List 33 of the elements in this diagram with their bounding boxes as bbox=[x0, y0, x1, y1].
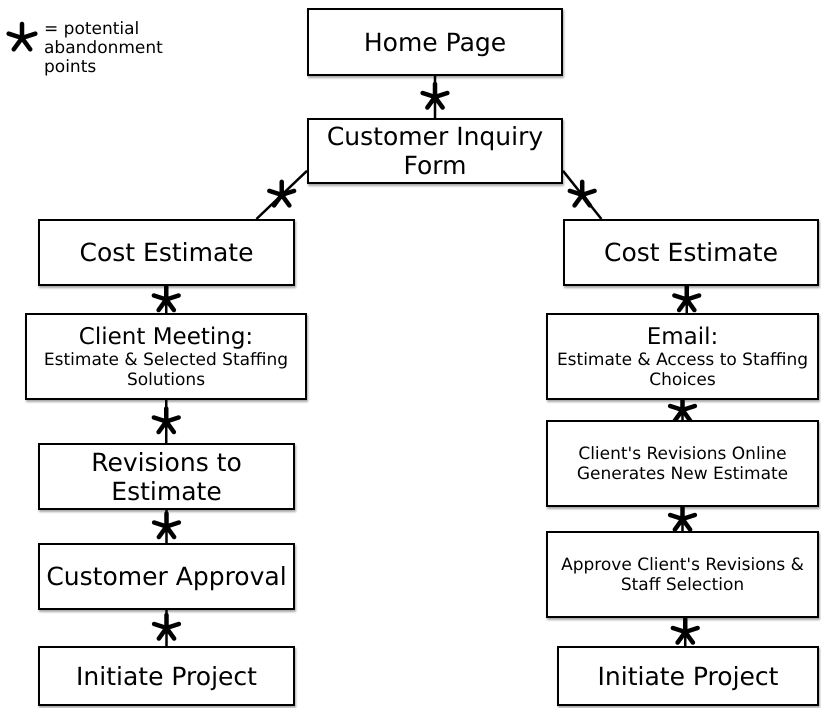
process-box bbox=[38, 646, 295, 706]
connector-line bbox=[165, 400, 168, 443]
connector-line bbox=[165, 610, 168, 646]
process-box bbox=[546, 420, 819, 507]
box-subtext: Estimate & Access to Staffing Choices bbox=[556, 350, 810, 390]
box-label: Customer Approval bbox=[46, 562, 287, 591]
box-label: Cost Estimate bbox=[604, 238, 778, 267]
box-label: Approve Client's Revisions & Staff Selection bbox=[560, 554, 805, 594]
box-label: Initiate Project bbox=[598, 662, 778, 690]
process-box bbox=[38, 443, 295, 510]
connector-line bbox=[562, 170, 602, 220]
process-box bbox=[557, 646, 819, 706]
connector-line bbox=[256, 170, 308, 220]
box-label: Home Page bbox=[364, 28, 506, 56]
box-label: Revisions to Estimate bbox=[90, 448, 243, 506]
process-box bbox=[546, 313, 819, 400]
box-label: Client's Revisions Online Generates New Estimate bbox=[576, 444, 790, 484]
legend-text: = potential abandonment points bbox=[44, 20, 164, 77]
box-subtext: Estimate & Selected Staffing Solutions bbox=[42, 350, 290, 390]
process-box bbox=[25, 313, 307, 400]
box-label: Email: bbox=[646, 324, 718, 350]
box-label: Customer Inquiry Form bbox=[326, 122, 544, 180]
box-label: Cost Estimate bbox=[80, 238, 254, 267]
process-box bbox=[38, 543, 295, 610]
process-box bbox=[307, 8, 563, 76]
connector-line bbox=[165, 510, 168, 543]
box-label: Client Meeting: bbox=[78, 324, 254, 350]
process-box bbox=[563, 219, 819, 286]
process-box bbox=[546, 531, 819, 618]
process-box bbox=[307, 118, 563, 184]
box-label: Initiate Project bbox=[76, 662, 257, 690]
connector-line bbox=[434, 76, 436, 118]
process-box bbox=[38, 219, 295, 286]
